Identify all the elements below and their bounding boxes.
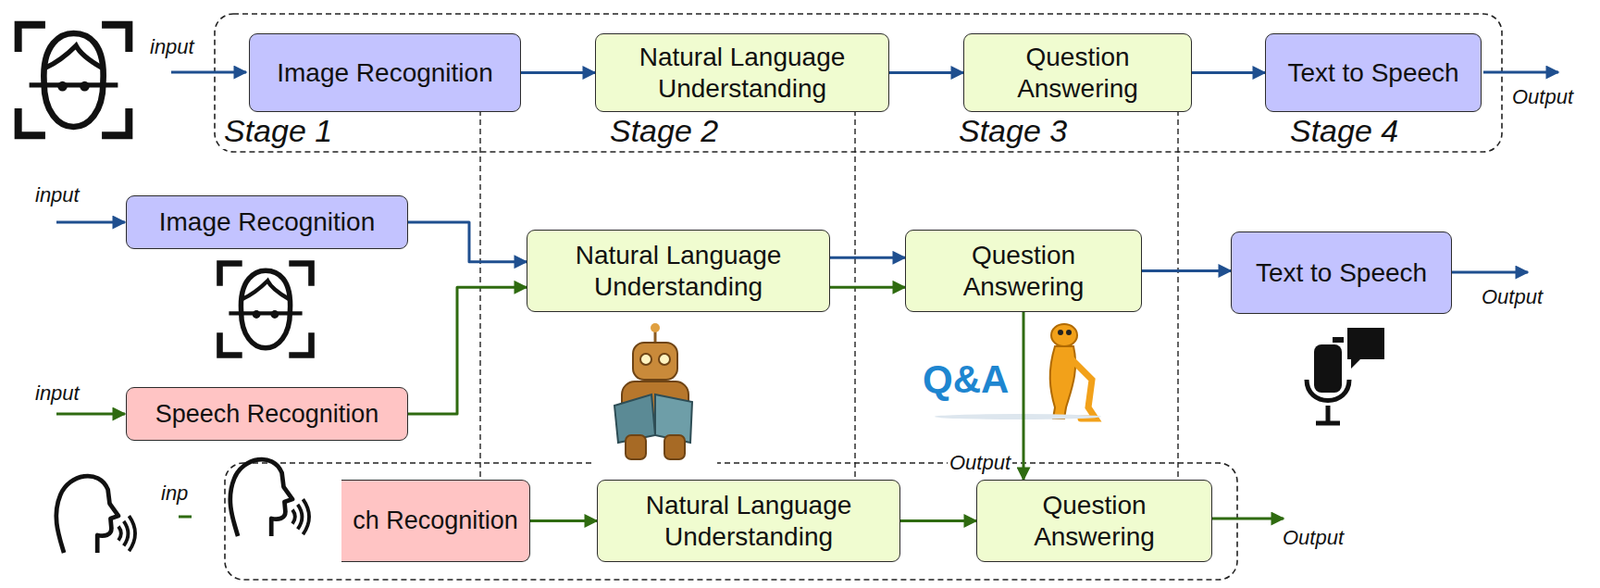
io-label: Output: [947, 450, 1013, 474]
output-arrow: [1210, 517, 1284, 521]
process-box: Question Answering: [976, 479, 1213, 562]
box-text: Text to Speech: [1287, 57, 1459, 89]
process-box: ch Recognition: [341, 479, 531, 562]
process-box: Natural Language Understanding: [596, 479, 901, 562]
process-box: Natural Language Understanding: [526, 229, 831, 312]
input-arrow: [171, 71, 247, 75]
box-text: Speech Recognition: [155, 398, 380, 429]
stage-group-outline: [224, 462, 1238, 580]
input-arrow: [56, 412, 125, 416]
process-box: Image Recognition: [248, 33, 521, 112]
stage-label: Stage 4: [1288, 112, 1401, 149]
stage-label: Stage 3: [956, 112, 1069, 149]
microphone-icon: [1306, 327, 1385, 423]
io-label: input: [33, 183, 82, 207]
box-text: Question Answering: [992, 41, 1164, 104]
face-icon: [220, 263, 312, 356]
io-label: Output: [1510, 85, 1576, 109]
speaking-head-icon: [230, 458, 310, 536]
stage-group-outline: [214, 13, 1502, 152]
io-label: input: [148, 35, 197, 59]
box-text: Question Answering: [1004, 489, 1184, 552]
flow-arrow: [900, 519, 977, 522]
io-label: Output: [1280, 525, 1346, 549]
flow-arrow: [408, 286, 527, 414]
flow-arrow: [1141, 269, 1231, 273]
process-box: Question Answering: [963, 33, 1192, 112]
robot-illustration: [595, 322, 718, 465]
output-arrow: [1483, 71, 1559, 75]
flow-arrow: [408, 222, 527, 262]
process-box: Text to Speech: [1265, 33, 1482, 112]
speaking-head-icon: [56, 475, 136, 553]
process-box: Speech Recognition: [125, 386, 409, 441]
box-text: Natural Language Understanding: [549, 239, 807, 302]
io-label: Output: [1479, 285, 1545, 309]
input-arrow: [56, 221, 125, 224]
output-arrow: [1451, 271, 1528, 274]
flow-arrow: [1022, 311, 1026, 480]
input-stub: [178, 515, 192, 519]
box-text: Text to Speech: [1255, 257, 1427, 289]
process-box: Question Answering: [905, 229, 1142, 312]
io-label: input: [33, 381, 82, 405]
stage-label: Stage 1: [222, 112, 335, 149]
illustration-text: Q&A: [920, 357, 1011, 402]
flow-arrow: [889, 71, 964, 75]
flow-arrow: [830, 256, 906, 260]
stage-label: Stage 2: [607, 112, 720, 149]
box-text: Natural Language Understanding: [620, 489, 878, 552]
flow-arrow: [830, 285, 906, 289]
face-icon: [18, 24, 130, 137]
process-box: Image Recognition: [125, 195, 409, 249]
process-box: Natural Language Understanding: [595, 33, 890, 112]
box-text: Image Recognition: [159, 206, 375, 238]
flow-arrow: [530, 519, 597, 522]
box-text: ch Recognition: [352, 505, 519, 535]
process-box: Text to Speech: [1230, 231, 1452, 314]
io-label: inp: [159, 481, 190, 505]
box-text: Question Answering: [933, 239, 1114, 302]
flow-arrow: [520, 71, 596, 75]
flow-arrow: [1191, 71, 1266, 75]
box-text: Image Recognition: [276, 57, 493, 89]
box-text: Natural Language Understanding: [618, 41, 867, 104]
